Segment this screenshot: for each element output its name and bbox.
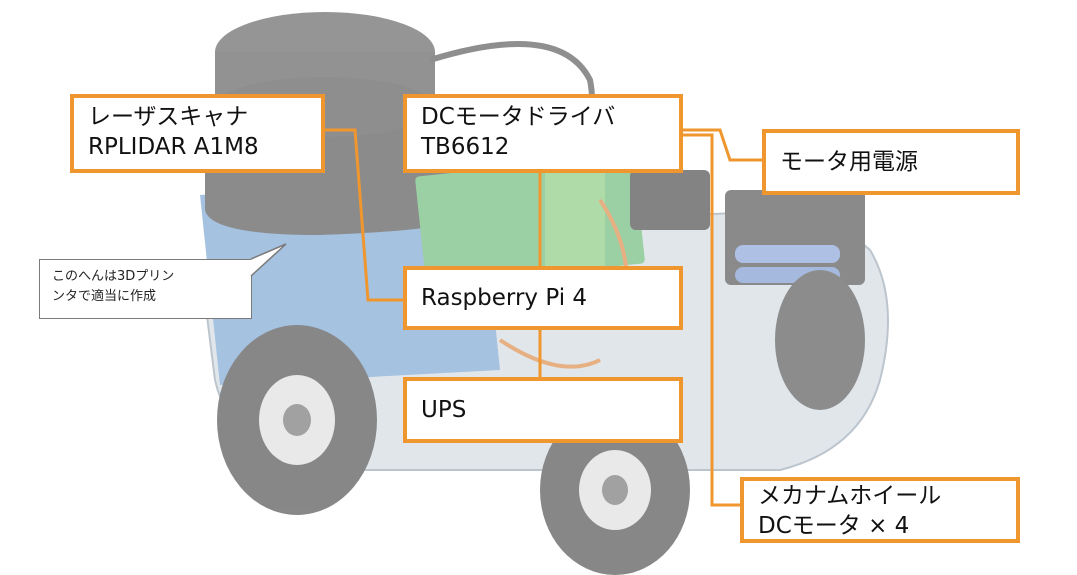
leader-motor-power (683, 128, 765, 162)
label-motor-driver-line2: TB6612 (421, 134, 510, 160)
label-mecanum-line2: DCモータ × 4 (758, 513, 910, 539)
callout-line2: ンタで適当に作成 (52, 289, 157, 304)
label-raspberry-pi: Raspberry Pi 4 (403, 266, 683, 330)
callout-tail (250, 243, 287, 277)
wheel-front-left (217, 325, 377, 515)
label-motor-driver: DCモータドライバ TB6612 (403, 94, 683, 173)
label-motor-power: モータ用電源 (762, 129, 1020, 195)
label-lidar: レーザスキャナ RPLIDAR A1M8 (70, 94, 325, 173)
leader-lidar (325, 128, 405, 302)
label-motor-power-line1: モータ用電源 (780, 149, 918, 175)
label-lidar-line1: レーザスキャナ (88, 104, 249, 130)
callout-line1: このへんは3Dプリン (52, 269, 175, 284)
label-mecanum-line1: メカナムホイール (758, 483, 942, 509)
wheel-front-right (540, 405, 690, 575)
label-raspberry-pi-line1: Raspberry Pi 4 (421, 285, 588, 311)
label-ups-line1: UPS (421, 397, 467, 423)
label-mecanum: メカナムホイール DCモータ × 4 (740, 477, 1020, 543)
label-ups: UPS (403, 377, 683, 443)
label-motor-driver-line1: DCモータドライバ (421, 104, 616, 130)
label-lidar-line2: RPLIDAR A1M8 (88, 134, 259, 160)
callout-3d-print-note: このへんは3Dプリン ンタで適当に作成 (39, 259, 252, 319)
leader-mecanum (683, 133, 742, 507)
